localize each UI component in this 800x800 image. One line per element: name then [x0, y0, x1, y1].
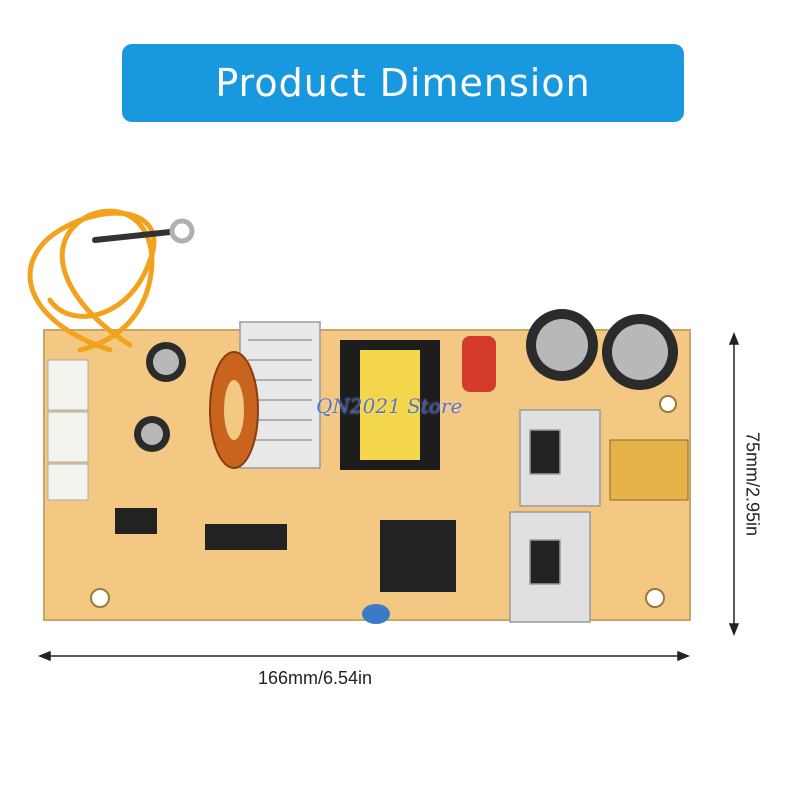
height-dimension-label: 75mm/2.95in: [742, 431, 763, 537]
dimension-arrows: [37, 331, 740, 662]
ground-wire: [27, 208, 195, 353]
film-capacitor: [462, 336, 496, 392]
heatsink-right: [509, 409, 601, 623]
mount-hole: [90, 588, 110, 608]
banner-title: Product Dimension: [215, 61, 591, 105]
toroid-inductor: [209, 351, 259, 469]
product-dimension-banner: Product Dimension: [122, 44, 684, 122]
relay: [609, 439, 689, 501]
width-dimension-label: 166mm/6.54in: [258, 668, 373, 688]
electrolytic-capacitors: [134, 309, 678, 452]
mount-hole: [645, 588, 665, 608]
left-connectors: [47, 359, 89, 501]
ic-chips: [115, 508, 456, 592]
ceramic-capacitor: [362, 604, 390, 624]
mount-hole: [659, 395, 677, 413]
store-watermark: QN2021 Store: [316, 394, 463, 418]
transformer: [340, 340, 440, 470]
